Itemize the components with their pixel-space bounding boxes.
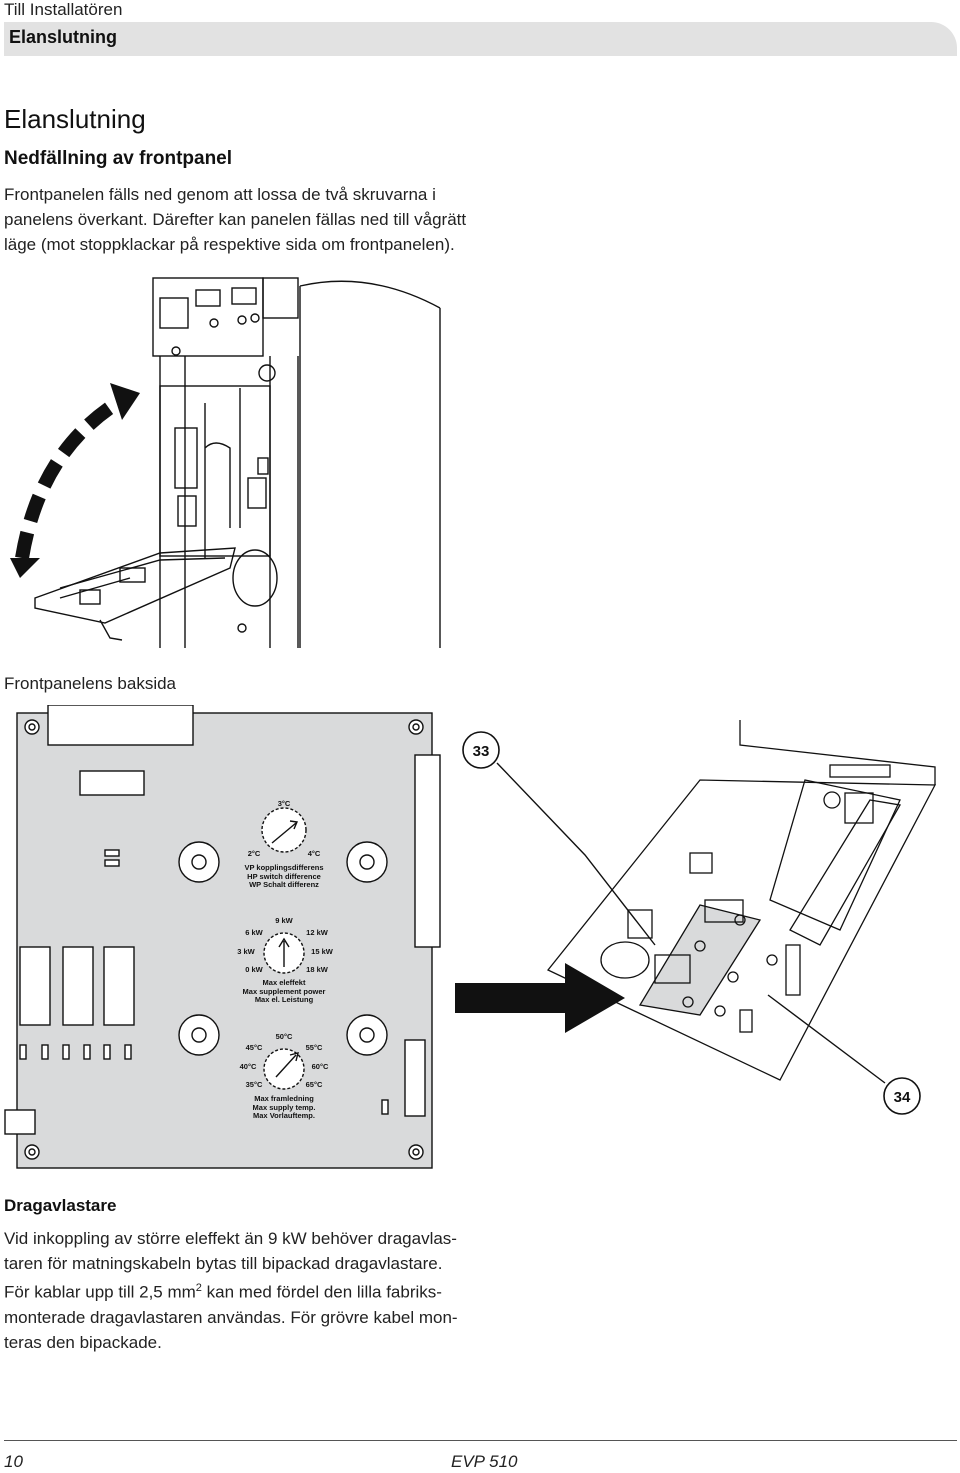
dial-label: 0 kW (245, 965, 263, 974)
dial-label: 50°C (276, 1032, 293, 1041)
dial-label: 3 kW (237, 947, 255, 956)
dial-label: 6 kW (245, 928, 263, 937)
leader-34 (767, 994, 886, 1084)
dial-label: 65°C (306, 1080, 323, 1089)
strain-text: kan med fördel den lilla fabriks- (201, 1282, 442, 1302)
dial-label: 18 kW (306, 965, 329, 974)
dial-label: 3°C (278, 799, 291, 808)
mount-holes (24, 719, 424, 1160)
strain-heading: Dragavlastare (4, 1196, 117, 1215)
caption-back: Frontpanelens baksida (4, 674, 177, 693)
section-label: Till Installatören (4, 0, 123, 19)
dial-caption: Max supply temp. (253, 1103, 316, 1112)
dial-label: 9 kW (275, 916, 293, 925)
board-illustration: 3°C 2°C 4°C VP kopplingsdifferens HP swi… (4, 705, 937, 1169)
superscript: 2 (195, 1282, 202, 1294)
intro-line: panelens överkant. Därefter kan panelen … (4, 210, 467, 229)
dial-label: 12 kW (306, 928, 329, 937)
screw-terminals (178, 841, 388, 1056)
dial-caption: Max eleffekt (263, 978, 306, 987)
dial-caption: Max supplement power (243, 987, 326, 996)
callout-34: 34 (883, 1077, 921, 1115)
dial-caption: WP Schalt differenz (249, 880, 319, 889)
dial-caption: Max el. Leistung (255, 995, 314, 1004)
dial-caption: HP switch difference (247, 872, 321, 881)
board-outline (16, 712, 433, 1169)
intro-paragraph: Frontpanelen fälls ned genom att lossa d… (4, 182, 474, 257)
leader-33 (496, 762, 656, 946)
tank-outline (299, 280, 441, 648)
dial-caption: VP kopplingsdifferens (244, 863, 323, 872)
intro-line: Frontpanelen fälls ned genom att lossa d… (4, 185, 436, 204)
dial-label: 35°C (246, 1080, 263, 1089)
panel-top-edge (739, 720, 936, 785)
section-subtitle: Nedfällning av frontpanel (4, 148, 233, 169)
strain-paragraph: Vid inkoppling av större eleffekt än 9 k… (4, 1226, 959, 1355)
svg-text:34: 34 (894, 1089, 911, 1106)
fold-arrow-icon (10, 383, 140, 578)
model-name: EVP 510 (451, 1452, 518, 1471)
hp-diff-dial (261, 807, 307, 853)
folded-panel (34, 547, 236, 624)
dial-caption: Max Vorlauftemp. (253, 1111, 315, 1120)
intro-line: läge (mot stoppklackar på respektive sid… (4, 235, 455, 254)
pump (232, 549, 278, 607)
unit-illustration (10, 277, 441, 648)
strain-line: För kablar upp till 2,5 mm2 kan med förd… (4, 1276, 959, 1305)
strain-text: För kablar upp till 2,5 mm (4, 1282, 196, 1302)
dial-label: 40°C (240, 1062, 257, 1071)
callout-33: 33 (462, 731, 500, 769)
dial-label: 60°C (312, 1062, 329, 1071)
dial-caption: Max framledning (254, 1094, 314, 1103)
page-number: 10 (4, 1452, 23, 1471)
svg-text:33: 33 (473, 743, 490, 760)
strain-line: monterade dragavlastaren användas. För g… (4, 1307, 458, 1327)
page-title: Elanslutning (4, 104, 146, 134)
header-bar: Elanslutning (4, 22, 957, 56)
strain-line: teras den bipackade. (4, 1332, 162, 1352)
dial-label: 15 kW (311, 947, 334, 956)
strain-line: taren för matningskabeln bytas till bipa… (4, 1254, 443, 1273)
pointer-arrow-icon (455, 963, 625, 1033)
dial-label: 4°C (308, 849, 321, 858)
footer-divider (4, 1440, 957, 1441)
inner-frame (159, 385, 271, 557)
header-bar-title: Elanslutning (9, 27, 117, 47)
strain-line: Vid inkoppling av större eleffekt än 9 k… (4, 1229, 457, 1248)
dial-label: 45°C (246, 1043, 263, 1052)
dial-label: 55°C (306, 1043, 323, 1052)
dial-label: 2°C (248, 849, 261, 858)
